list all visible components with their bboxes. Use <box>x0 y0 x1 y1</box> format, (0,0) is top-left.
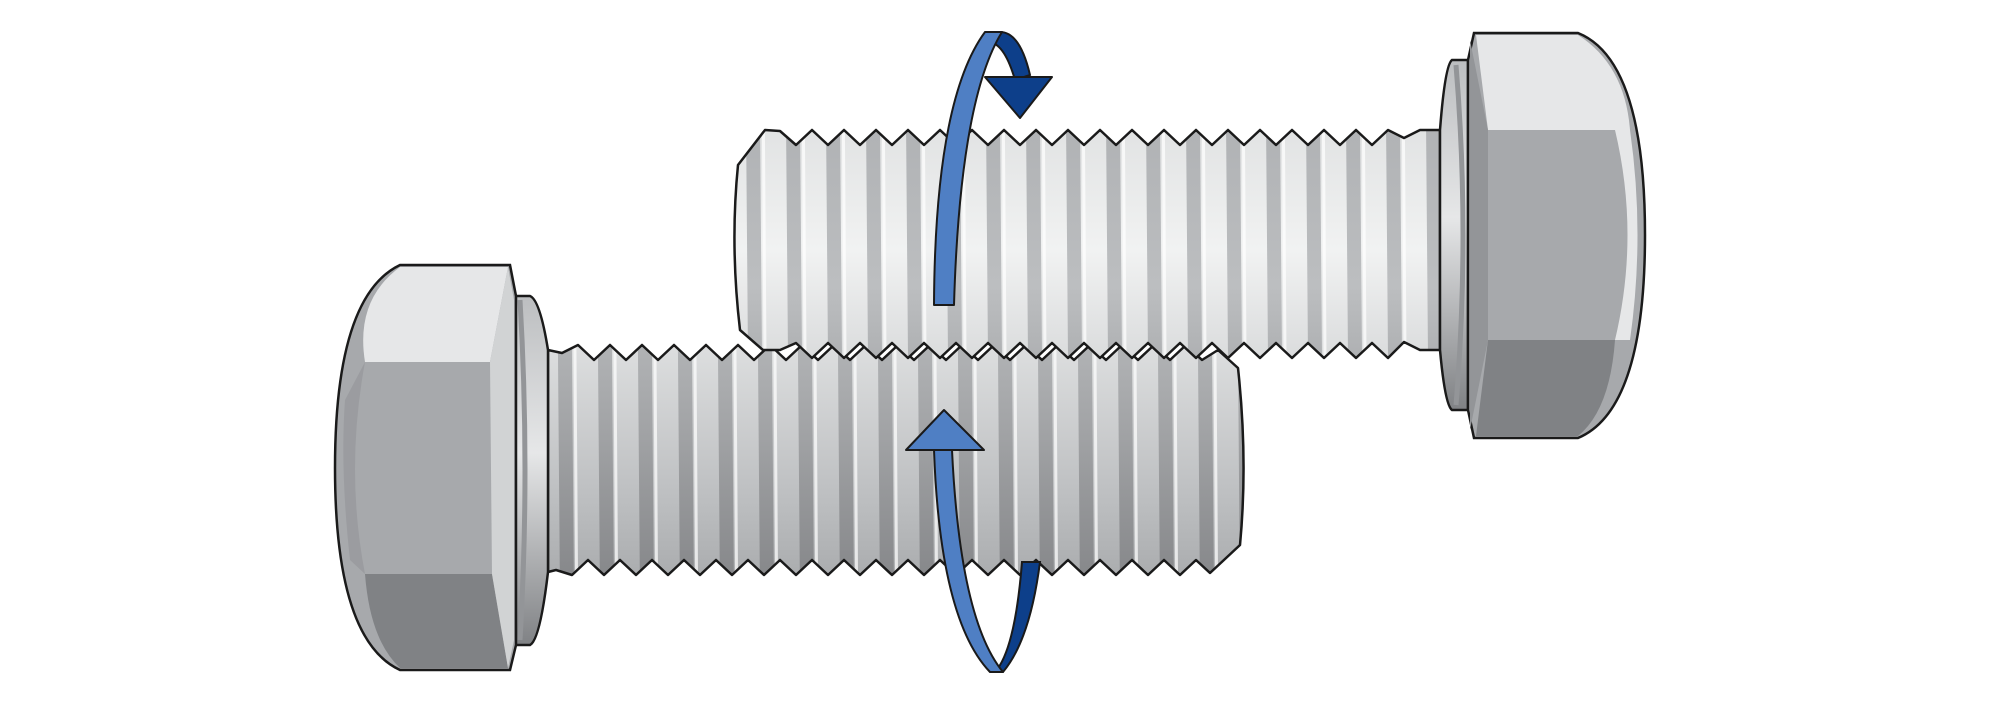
upper-bolt-thread <box>733 128 1442 360</box>
upper-bolt-hex-head <box>1466 31 1647 440</box>
lower-bolt-thread <box>546 343 1245 577</box>
lower-arrow-back-band <box>992 561 1042 673</box>
upper-bolt <box>733 31 1647 440</box>
arrow-down-icon <box>984 76 1053 119</box>
upper-arrow-front-band <box>933 31 1003 306</box>
lower-bolt-collar <box>508 294 550 647</box>
lower-rotation-arrow <box>905 409 1042 673</box>
upper-rotation-arrow <box>933 30 1053 306</box>
lower-bolt <box>333 263 1245 672</box>
lower-bolt-hex-head <box>333 263 518 672</box>
lower-arrow-front-band <box>933 449 1004 673</box>
arrow-up-icon <box>905 409 985 451</box>
